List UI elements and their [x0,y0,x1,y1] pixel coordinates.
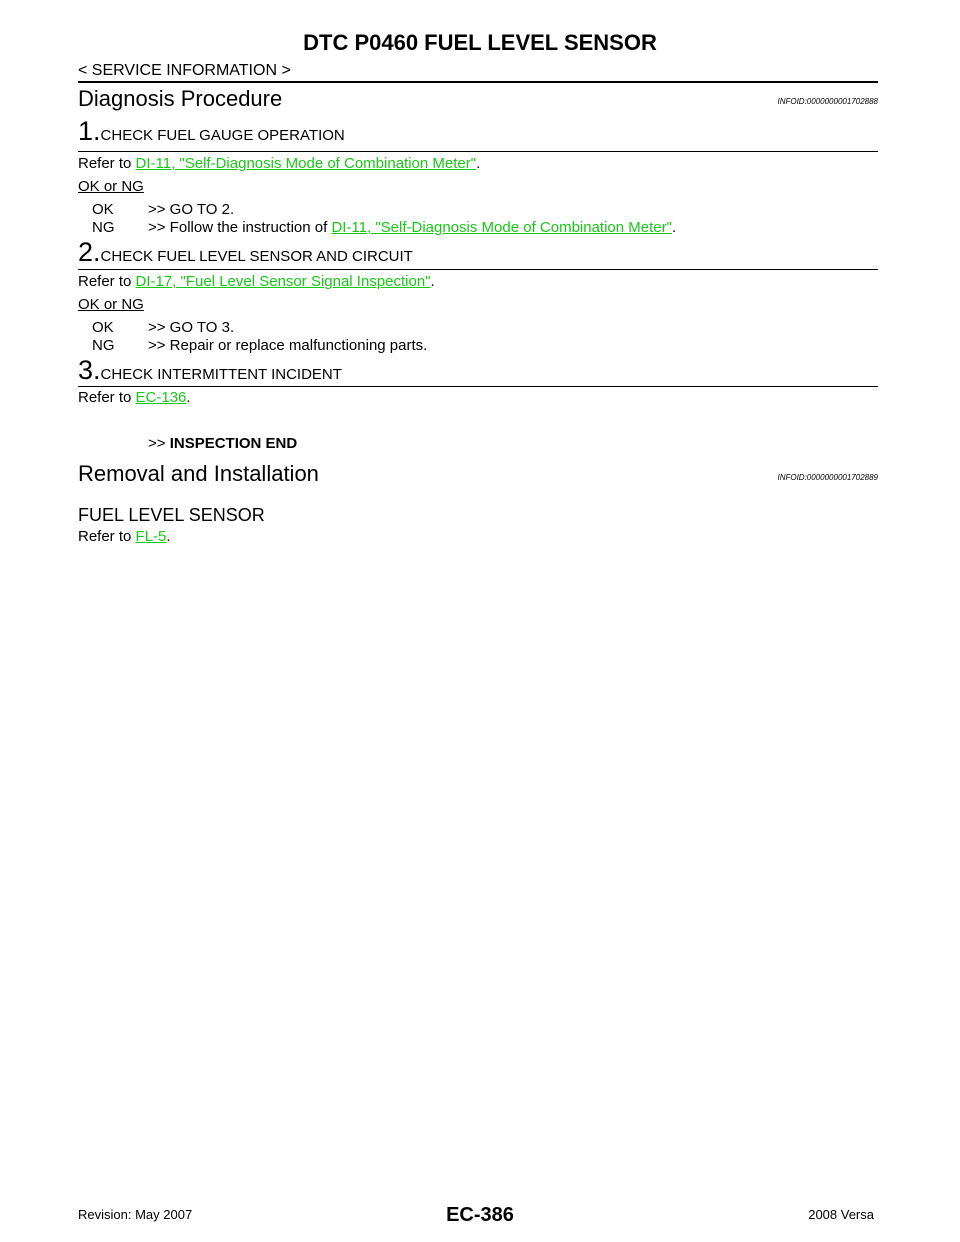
page-number: EC-386 [446,1204,514,1226]
refer-prefix: Refer to [78,273,136,290]
refer-prefix: Refer to [78,528,136,545]
step-number: 1. [78,116,101,146]
section-heading-removal: Removal and Installation [78,461,319,486]
refer-suffix: . [186,389,191,406]
refer-prefix: Refer to [78,389,136,406]
step-1-heading: 1.CHECK FUEL GAUGE OPERATION [78,116,345,147]
link-di-11[interactable]: DI-11, "Self-Diagnosis Mode of Combinati… [135,155,477,172]
revision-date: Revision: May 2007 [78,1207,193,1222]
removal-refer: Refer to FL-5. [78,528,171,545]
header-rule [78,81,878,83]
model-year: 2008 Versa [808,1207,874,1222]
step-number: 2. [78,237,101,267]
refer-suffix: . [430,273,435,290]
result-ng-text: >> Follow the instruction of DI-11, "Sel… [148,219,676,236]
result-ng-text: >> Repair or replace malfunctioning part… [148,337,428,354]
link-di-17[interactable]: DI-17, "Fuel Level Sensor Signal Inspect… [135,273,431,290]
link-fl-5[interactable]: FL-5 [135,528,167,545]
step-title: CHECK INTERMITTENT INCIDENT [100,366,342,383]
result-ng-prefix: >> Follow the instruction of [148,219,332,236]
breadcrumb: < SERVICE INFORMATION > [78,62,291,79]
infoid-removal: INFOID:0000000001702889 [777,473,878,482]
result-ok-text: >> GO TO 2. [148,201,235,218]
step-rule [78,269,878,270]
step-number: 3. [78,355,101,385]
step-2-refer: Refer to DI-17, "Fuel Level Sensor Signa… [78,273,435,290]
link-ec-136[interactable]: EC-136 [135,389,187,406]
result-ng-code: NG [92,337,115,354]
step-3-heading: 3.CHECK INTERMITTENT INCIDENT [78,355,342,386]
step-title: CHECK FUEL GAUGE OPERATION [100,127,345,144]
infoid-diagnosis: INFOID:0000000001702888 [777,97,878,106]
end-prefix: >> [148,435,170,452]
step-rule [78,386,878,387]
end-text: INSPECTION END [169,435,298,452]
result-ng-suffix: . [671,219,677,236]
result-ok-code: OK [92,201,114,218]
step-2-heading: 2.CHECK FUEL LEVEL SENSOR AND CIRCUIT [78,237,413,268]
inspection-end: >> INSPECTION END [148,435,297,452]
refer-suffix: . [476,155,481,172]
step-3-refer: Refer to EC-136. [78,389,191,406]
result-ok-text: >> GO TO 3. [148,319,235,336]
step-rule [78,151,878,152]
ok-or-ng-label: OK or NG [78,296,144,313]
step-1-refer: Refer to DI-11, "Self-Diagnosis Mode of … [78,155,480,172]
subheading-fuel-level-sensor: FUEL LEVEL SENSOR [78,505,265,525]
section-heading-diagnosis: Diagnosis Procedure [78,86,283,111]
refer-suffix: . [166,528,171,545]
link-di-11-ng[interactable]: DI-11, "Self-Diagnosis Mode of Combinati… [331,219,672,236]
refer-prefix: Refer to [78,155,136,172]
result-ng-code: NG [92,219,115,236]
result-ok-code: OK [92,319,114,336]
step-title: CHECK FUEL LEVEL SENSOR AND CIRCUIT [100,248,413,265]
ok-or-ng-label: OK or NG [78,178,144,195]
page-title: DTC P0460 FUEL LEVEL SENSOR [303,30,657,55]
